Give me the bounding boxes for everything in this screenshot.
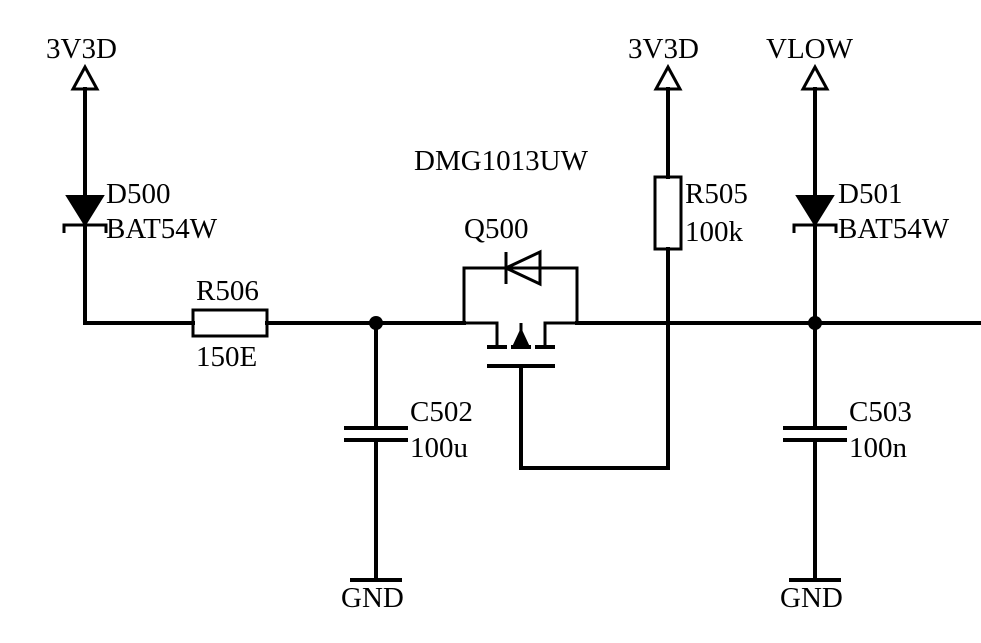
q500-part: DMG1013UW [414, 145, 589, 177]
ground-symbol-right: GND [780, 578, 843, 614]
r506-value: 150E [196, 341, 257, 373]
c503-value: 100n [849, 432, 908, 464]
c502-value: 100u [410, 432, 468, 464]
mosfet-q500: DMG1013UW Q500 [414, 145, 670, 470]
resistor-r505: R505 100k [653, 175, 748, 251]
junction-c503 [808, 316, 822, 330]
power-port-vlow: VLOW [766, 33, 854, 91]
net-label-3v3d-left: 3V3D [46, 33, 117, 65]
c502-ref: C502 [410, 396, 473, 428]
gnd-label-right: GND [780, 582, 843, 614]
gnd-label-left: GND [341, 582, 404, 614]
q500-ref: Q500 [464, 213, 528, 245]
power-port-3v3d-left: 3V3D [46, 33, 117, 91]
net-label-3v3d-mid: 3V3D [628, 33, 699, 65]
ground-symbol-left: GND [341, 578, 404, 614]
net-label-vlow: VLOW [766, 33, 854, 65]
diode-d501: D501 BAT54W [792, 178, 950, 245]
d501-ref: D501 [838, 178, 902, 210]
capacitor-c503: C503 100n [783, 396, 912, 464]
d501-value: BAT54W [838, 213, 950, 245]
d500-ref: D500 [106, 178, 170, 210]
c503-ref: C503 [849, 396, 912, 428]
d500-value: BAT54W [106, 213, 218, 245]
capacitor-c502: C502 100u [344, 396, 473, 464]
r505-value: 100k [685, 216, 744, 248]
r505-ref: R505 [685, 178, 748, 210]
r506-ref: R506 [196, 275, 259, 307]
resistor-r506: R506 150E [191, 275, 269, 373]
power-port-3v3d-mid: 3V3D [628, 33, 699, 91]
diode-d500: D500 BAT54W [62, 178, 218, 245]
